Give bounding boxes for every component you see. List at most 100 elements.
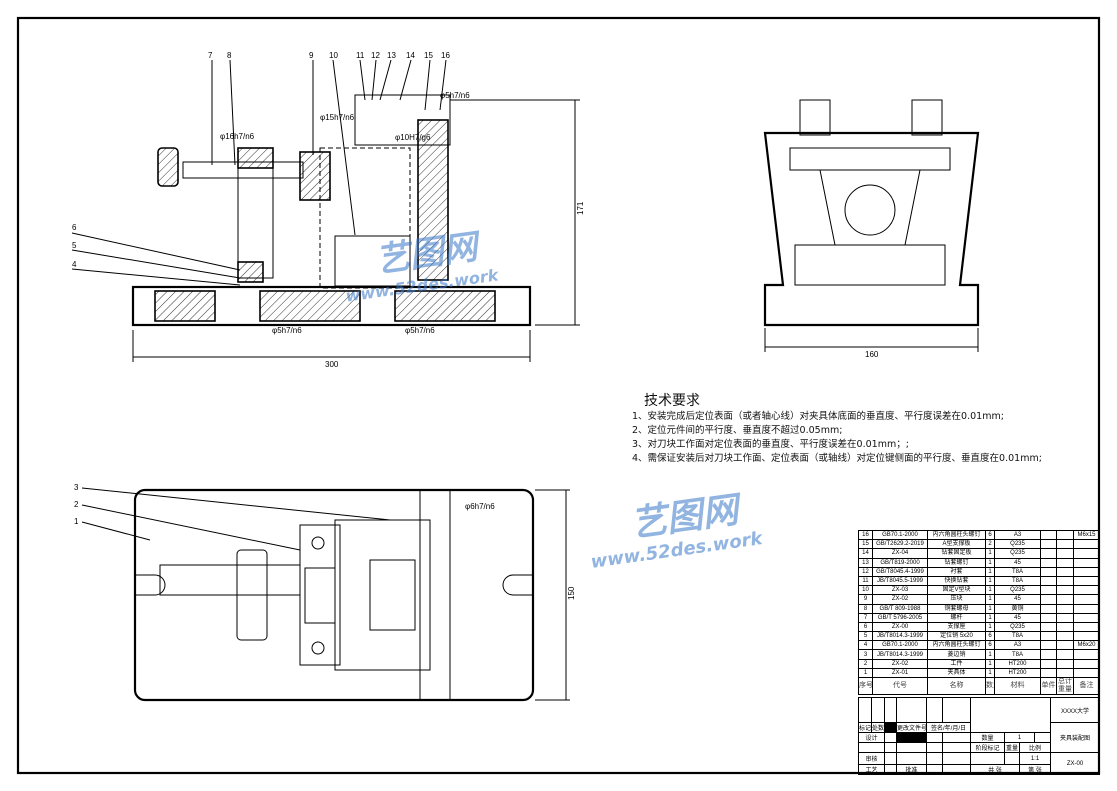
part-no: 10: [858, 585, 873, 596]
part-single-weight: [1040, 612, 1057, 623]
part-code: JB/T8014.3-1999: [872, 631, 928, 642]
part-remarks: M6x15: [1073, 529, 1100, 541]
part-single-weight: [1040, 649, 1057, 660]
balloon: 1: [74, 517, 79, 526]
part-remarks: [1073, 594, 1100, 605]
part-qty: 1: [985, 649, 995, 660]
part-code: GB/T8045.4-1999: [872, 566, 928, 577]
part-remarks: [1073, 649, 1100, 660]
part-total-weight: [1056, 585, 1074, 596]
tech-item: 2、定位元件间的平行度、垂直度不超过0.05mm;: [632, 425, 843, 436]
header-qty: 数量: [985, 677, 995, 695]
part-no: 1: [858, 667, 873, 679]
balloon: 12: [371, 51, 380, 60]
part-material: T8A: [994, 575, 1041, 587]
tech-item: 3、对刀块工作面对定位表面的垂直度、平行度误差在0.01mm；;: [632, 439, 909, 450]
part-code: ZX-04: [872, 548, 928, 559]
part-material: A3: [994, 529, 1041, 541]
part-material: Q235: [994, 621, 1041, 633]
dim-top-height: 150: [567, 586, 576, 600]
part-total-weight: [1056, 603, 1074, 614]
part-name: 支撑座: [927, 621, 986, 633]
technical-requirements: 技术要求 1、安装完成后定位表面（或者轴心线）对夹具体底面的垂直度、平行度误差在…: [632, 392, 1042, 466]
part-name: 内六角圆柱头螺钉: [927, 529, 986, 541]
part-code: ZX-01: [872, 667, 928, 679]
part-remarks: [1073, 539, 1100, 550]
sign-date-label: 签名/年/月/日: [926, 722, 971, 733]
part-name: A型支撑板: [927, 539, 986, 550]
part-no: 6: [858, 621, 873, 633]
part-remarks: [1073, 612, 1100, 623]
part-total-weight: [1056, 566, 1074, 577]
dim-d15: φ15h7/n6: [320, 113, 355, 122]
part-name: 工件: [927, 658, 986, 669]
part-remarks: [1073, 548, 1100, 559]
part-single-weight: [1040, 557, 1057, 568]
part-code: ZX-00: [872, 621, 928, 633]
balloon: 7: [208, 51, 213, 60]
part-remarks: M6x20: [1073, 640, 1100, 651]
header-no: 序号: [858, 677, 873, 695]
scale-value: 1:1: [1019, 752, 1051, 765]
part-remarks: [1073, 667, 1100, 679]
dim-side-width: 160: [865, 350, 879, 359]
part-qty: 1: [985, 585, 995, 596]
qty-value: 1: [1004, 732, 1035, 743]
balloon: 5: [72, 241, 77, 250]
part-code: GB70.1-2000: [872, 640, 928, 651]
part-qty: 2: [985, 539, 995, 550]
dim-d5: φ5h7/n6: [405, 326, 435, 335]
part-material: HT200: [994, 658, 1041, 669]
dim-d10: φ10H7/g6: [395, 133, 431, 142]
dim-d5: φ5h7/n6: [272, 326, 302, 335]
part-total-weight: [1056, 621, 1074, 633]
part-qty: 1: [985, 548, 995, 559]
part-qty: 1: [985, 621, 995, 633]
review-label: 审核: [858, 752, 885, 765]
balloon: 14: [406, 51, 415, 60]
design-label: 设计: [858, 732, 885, 743]
part-single-weight: [1040, 667, 1057, 679]
part-remarks: [1073, 585, 1100, 596]
balloon: 8: [227, 51, 232, 60]
part-name: 夹具体: [927, 667, 986, 679]
balloon: 10: [329, 51, 338, 60]
part-single-weight: [1040, 585, 1057, 596]
drawing-name: 夹具装配图: [1050, 722, 1100, 753]
part-material: Q235: [994, 585, 1041, 596]
part-name: 压块: [927, 594, 986, 605]
part-single-weight: [1040, 548, 1057, 559]
dim-d16: φ16h7/n6: [220, 132, 255, 141]
part-total-weight: [1056, 548, 1074, 559]
front-view: 300 171 φ16h7/n6 φ15h7/n6 φ10H7/g6 φ5h7/…: [71, 51, 585, 369]
part-remarks: [1073, 603, 1100, 614]
part-no: 7: [858, 612, 873, 623]
part-single-weight: [1040, 539, 1057, 550]
part-code: GB/T2629.2-2019: [872, 539, 928, 550]
part-qty: 1: [985, 667, 995, 679]
dim-width: 300: [325, 360, 339, 369]
part-material: HT200: [994, 667, 1041, 679]
sheets-total: 共 张: [970, 764, 1020, 775]
part-single-weight: [1040, 529, 1057, 541]
part-material: A3: [994, 640, 1041, 651]
sheet-number: 第 张: [1019, 764, 1051, 775]
dim-d5: φ5h7/n6: [440, 91, 470, 100]
part-no: 12: [858, 566, 873, 577]
part-name: 固定V型块: [927, 585, 986, 596]
part-name: 定位销 5x20: [927, 631, 986, 642]
balloon: 3: [74, 483, 79, 492]
part-material: 45: [994, 557, 1041, 568]
